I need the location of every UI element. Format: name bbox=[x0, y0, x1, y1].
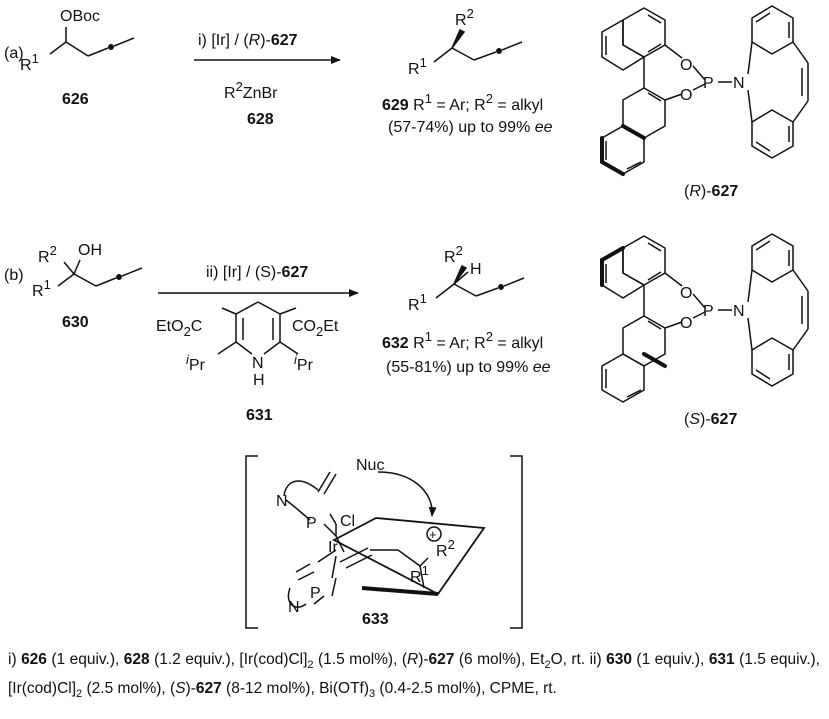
svg-text:EtO2C: EtO2C bbox=[156, 318, 202, 339]
svg-text:P: P bbox=[703, 75, 714, 92]
svg-text:P: P bbox=[306, 515, 317, 532]
substrate-630 bbox=[57, 259, 143, 287]
svg-text:R1: R1 bbox=[408, 55, 427, 78]
svg-text:OH: OH bbox=[78, 242, 102, 259]
svg-text:N: N bbox=[276, 493, 288, 510]
svg-text:R1: R1 bbox=[408, 291, 427, 314]
svg-text:CO2Et: CO2Et bbox=[292, 318, 339, 339]
svg-text:Nuc: Nuc bbox=[356, 457, 384, 474]
ligand-s-627-label: (S)-627 bbox=[684, 411, 737, 428]
svg-text:iPr: iPr bbox=[186, 352, 206, 374]
ligand-r-627: O O P N bbox=[600, 5, 809, 176]
ligand-r-627-label: (R)-627 bbox=[684, 183, 738, 200]
svg-text:R2: R2 bbox=[444, 243, 463, 266]
svg-text:R2: R2 bbox=[455, 6, 474, 29]
svg-text:O: O bbox=[680, 57, 692, 74]
svg-text:N: N bbox=[288, 599, 300, 616]
part-a-label: (a) bbox=[4, 45, 24, 62]
svg-text:H: H bbox=[253, 372, 265, 389]
product-629-description: 629 R1 = Ar; R2 = alkyl bbox=[382, 91, 543, 114]
svg-text:O: O bbox=[680, 315, 692, 332]
svg-text:R2: R2 bbox=[436, 537, 455, 560]
svg-text:+: + bbox=[429, 527, 437, 542]
svg-text:R2: R2 bbox=[38, 243, 57, 266]
substrate-626 bbox=[49, 27, 135, 57]
hantzsch-ester-631 bbox=[217, 301, 299, 355]
compound-626-label: 626 bbox=[62, 91, 89, 108]
svg-text:R1: R1 bbox=[32, 277, 51, 300]
compound-633-label: 633 bbox=[362, 611, 389, 628]
svg-text:N: N bbox=[733, 303, 745, 320]
product-629 bbox=[433, 28, 523, 63]
product-629-yield: (57-74%) up to 99% ee bbox=[388, 119, 553, 136]
svg-text:P: P bbox=[310, 585, 321, 602]
product-632-description: 632 R1 = Ar; R2 = alkyl bbox=[382, 329, 543, 352]
product-632 bbox=[435, 264, 525, 299]
svg-text:H: H bbox=[470, 261, 482, 278]
ligand-s-627: O O P N bbox=[600, 233, 809, 403]
product-632-yield: (55-81%) up to 99% ee bbox=[386, 359, 551, 376]
svg-text:P: P bbox=[703, 303, 714, 320]
compound-630-label: 630 bbox=[62, 314, 89, 331]
arrow-a-catalyst: i) [Ir] / (R)-627 bbox=[198, 32, 298, 49]
substituent-r1: R bbox=[20, 57, 32, 74]
svg-text:O: O bbox=[680, 87, 692, 104]
svg-text:N: N bbox=[252, 355, 264, 372]
svg-text:N: N bbox=[733, 75, 745, 92]
svg-text:R1: R1 bbox=[20, 51, 39, 74]
svg-text:Ir: Ir bbox=[328, 539, 338, 556]
svg-text:iPr: iPr bbox=[294, 352, 314, 374]
svg-text:R1: R1 bbox=[410, 563, 429, 586]
leaving-group-oboc: OBoc bbox=[60, 8, 100, 25]
part-b-label: (b) bbox=[4, 267, 24, 284]
compound-628-label: 628 bbox=[247, 111, 274, 128]
intermediate-633 bbox=[245, 455, 523, 629]
reaction-conditions-footnote: i) 626 (1 equiv.), 628 (1.2 equiv.), [Ir… bbox=[8, 651, 820, 701]
svg-text:O: O bbox=[680, 285, 692, 302]
reagent-r2znbr: R2ZnBr bbox=[224, 79, 278, 102]
compound-631-label: 631 bbox=[246, 407, 273, 424]
svg-text:Cl: Cl bbox=[340, 513, 355, 530]
arrow-b-catalyst: ii) [Ir] / (S)-627 bbox=[206, 264, 308, 281]
